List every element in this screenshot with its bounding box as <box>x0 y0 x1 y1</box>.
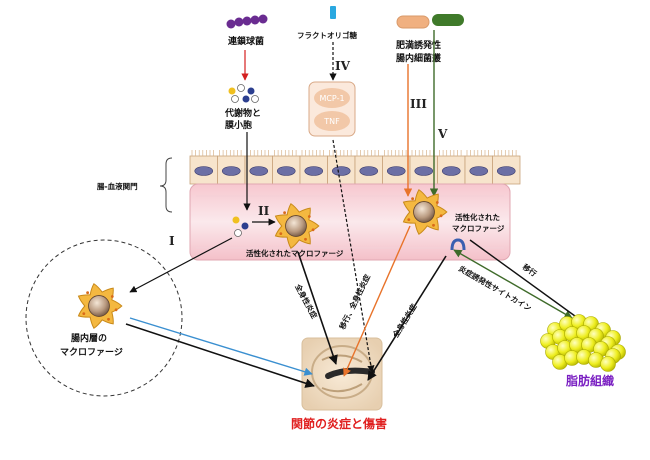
adipose-tissue-label: 脂肪組織 <box>565 373 614 388</box>
lamina-propria-region <box>25 239 183 397</box>
activated-macrophage-center-label: 活性化されたマクロファージ <box>246 248 344 258</box>
pathway-iv: IV <box>335 59 351 73</box>
cell-nucleus <box>496 166 516 176</box>
adipocyte <box>600 356 616 372</box>
dashed-arrow-to-joint <box>332 139 375 373</box>
granule <box>432 223 435 227</box>
granule <box>307 215 311 218</box>
streptococcus-label: 連鎖球菌 <box>228 35 264 47</box>
pathway-i: I <box>169 234 175 248</box>
inflammatory-bacteria-label-2: 腸内細菌叢 <box>396 52 442 64</box>
activated-macrophage-center <box>274 203 320 249</box>
intestinal-epithelium <box>189 150 521 185</box>
epithelial-cell <box>189 150 218 185</box>
lamina-macrophage-label-1: 腸内層の <box>71 332 107 344</box>
orange-arrow-to-joint <box>343 225 411 377</box>
pathway-v: V <box>437 127 448 141</box>
arrow-center-to-joint <box>297 251 338 365</box>
metabolite-dots <box>228 84 259 103</box>
joint-illustration <box>301 337 383 411</box>
epithelial-cell <box>244 150 273 185</box>
activated-macrophage-right <box>402 189 448 235</box>
cell-nucleus <box>359 166 379 176</box>
metabolites-label-1: 代謝物と <box>224 107 261 119</box>
green-arrow-adipose <box>453 249 573 319</box>
cell-nucleus <box>221 166 241 176</box>
tnf-label: TNF <box>323 117 340 126</box>
pathway-iii: III <box>410 97 427 111</box>
epithelial-cell <box>409 150 438 185</box>
activated-macrophage-right-label-2: マクロファージ <box>452 223 505 233</box>
barrier-brace <box>159 157 173 213</box>
granule <box>82 312 86 315</box>
granule <box>279 232 283 235</box>
arrow-right-to-joint <box>367 255 447 381</box>
streptococcus-icon <box>226 14 268 29</box>
inflammatory-bacteria-label-1: 肥満誘発性 <box>396 39 441 51</box>
blue-arrow-to-joint <box>129 317 313 376</box>
systemic-inflammation-label-2: 全身性炎症 <box>390 302 419 340</box>
granule <box>311 228 315 232</box>
joint-damage-label: 関節の炎症と傷害 <box>291 416 387 431</box>
black-arrow-to-joint <box>125 323 315 388</box>
cell-nucleus <box>194 166 214 176</box>
gut-blood-barrier-label: 腸-血液関門 <box>97 181 138 191</box>
granule <box>86 291 89 295</box>
fructooligosaccharide-icon <box>330 6 336 19</box>
cell-nucleus <box>304 166 324 176</box>
macrophage-nucleus <box>285 215 307 237</box>
epithelial-cell <box>492 150 521 185</box>
cell-nucleus <box>249 166 269 176</box>
cell-nucleus <box>276 166 296 176</box>
cell-nucleus <box>414 166 434 176</box>
mcp1-label: MCP-1 <box>319 94 344 103</box>
epithelial-cell <box>272 150 301 185</box>
cell-nucleus <box>441 166 461 176</box>
granule <box>435 201 439 204</box>
granule <box>110 295 114 298</box>
granule <box>107 317 110 321</box>
fructooligosaccharide-label: フラクトオリゴ糖 <box>297 30 357 40</box>
arrow-to-lamina <box>129 237 233 293</box>
granule <box>283 211 286 215</box>
granule <box>407 218 411 221</box>
macrophage-nucleus <box>88 295 110 317</box>
macrophage-nucleus <box>413 201 435 223</box>
epithelial-cell <box>299 150 328 185</box>
green-bacteria-icon <box>432 14 464 26</box>
epithelial-cell <box>354 150 383 185</box>
epithelial-cell <box>464 150 493 185</box>
adipose-tissue-cluster <box>540 314 626 372</box>
tissue-metabolite-dots <box>232 216 249 237</box>
systemic-inflammation-label-1: 全身性炎症 <box>293 281 320 320</box>
arrow-adipose-to-tissue <box>469 239 587 325</box>
epithelial-cell <box>382 150 411 185</box>
cell-nucleus <box>469 166 489 176</box>
pathway-ii: II <box>258 204 270 218</box>
cell-nucleus <box>331 166 351 176</box>
epithelial-cell <box>217 150 246 185</box>
cell-nucleus <box>386 166 406 176</box>
granule <box>439 214 443 218</box>
migration-label: 移行 <box>521 262 539 279</box>
epithelial-cell <box>327 150 356 185</box>
granule <box>114 308 118 312</box>
lamina-macrophage-label-2: マクロファージ <box>60 347 123 358</box>
granule <box>304 237 307 241</box>
epithelial-cell <box>437 150 466 185</box>
granule <box>411 197 414 201</box>
lamina-propria-macrophage <box>77 283 123 329</box>
activated-macrophage-right-label-1: 活性化された <box>455 212 500 222</box>
metabolites-label-2: 膜小胞 <box>224 119 252 131</box>
orange-bacteria-icon <box>396 15 430 29</box>
blue-recirculation-arrow <box>450 238 466 251</box>
